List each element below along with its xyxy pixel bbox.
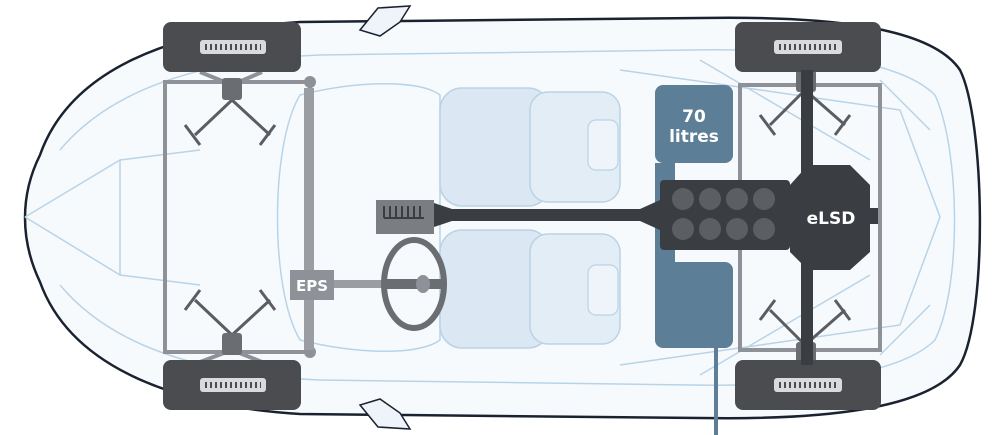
- rear-right-arms: [758, 299, 852, 347]
- wheel-front-right: [163, 360, 301, 410]
- nose-contour: [24, 149, 201, 286]
- steering: EPS: [290, 88, 447, 350]
- torque-tube: [434, 209, 654, 221]
- seat-right: [439, 229, 621, 349]
- cylinder: [672, 188, 694, 210]
- front-right-arms: [183, 289, 277, 337]
- rear-suspension: [758, 88, 852, 347]
- torque-tube-flare: [434, 203, 452, 227]
- torque-tube-flare-rear: [640, 200, 660, 230]
- rear-halfshaft-lower: [801, 255, 813, 365]
- fuel-tank-lower: [655, 262, 733, 348]
- frame-mount-top: [304, 76, 316, 88]
- front-suspension: [183, 98, 277, 337]
- rear-subframe: [738, 83, 882, 352]
- wheel-rear-left: [735, 22, 881, 72]
- fuel-capacity-unit: litres: [669, 127, 719, 147]
- spring-front-right: [222, 333, 242, 355]
- seat-left: [439, 87, 621, 207]
- driveline: [376, 200, 660, 234]
- wheel-front-left: [163, 22, 301, 72]
- body-contour-upper: [59, 49, 936, 151]
- rear-left-arms: [758, 88, 852, 136]
- steering-rack: [304, 88, 314, 350]
- engine: [660, 180, 790, 250]
- windshield-outline: [276, 83, 441, 352]
- fuel-capacity-value: 70: [682, 107, 706, 127]
- mirror-bottom: [358, 398, 412, 430]
- front-springs: [222, 78, 242, 355]
- elsd-label: eLSD: [807, 209, 856, 229]
- rear-axle: eLSD: [790, 70, 878, 365]
- differential-housing: [790, 165, 870, 270]
- cylinder: [672, 218, 694, 240]
- wheels: [163, 22, 881, 410]
- cylinder: [753, 188, 775, 210]
- cylinder: [726, 218, 748, 240]
- gear-selector-teeth: [383, 206, 424, 219]
- cylinder: [699, 218, 721, 240]
- eps-box: [290, 270, 334, 300]
- cylinder: [753, 218, 775, 240]
- mirror-top: [358, 5, 412, 37]
- wheel-rear-right: [735, 360, 881, 410]
- cylinder: [726, 188, 748, 210]
- tail-contour: [879, 79, 956, 356]
- cylinder: [699, 188, 721, 210]
- steering-wheel: [381, 237, 447, 331]
- differential-output: [868, 208, 878, 224]
- steering-column: [330, 280, 390, 288]
- spring-front-left: [222, 78, 242, 100]
- rear-halfshaft-upper: [801, 70, 813, 180]
- eps-label: EPS: [296, 277, 328, 295]
- front-left-arms: [183, 98, 277, 146]
- seats: [439, 87, 621, 349]
- fuel-tank-upper: [655, 85, 733, 163]
